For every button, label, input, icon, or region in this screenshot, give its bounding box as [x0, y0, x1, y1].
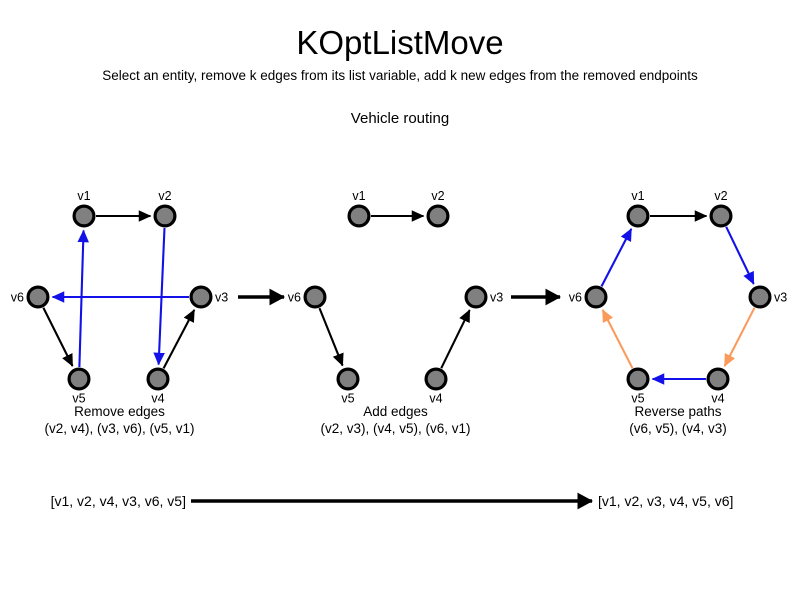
node-label-v1: v1 [352, 189, 365, 203]
node-v6[interactable]: v6 [288, 285, 327, 309]
node-circle-v5[interactable] [626, 367, 650, 391]
edge-v5-to-v6 [601, 309, 634, 369]
panel-reverse-caption-detail: (v6, v5), (v4, v3) [629, 421, 727, 436]
node-v5[interactable]: v5 [336, 367, 360, 406]
node-circle-v1[interactable] [626, 204, 650, 228]
edge-v6-to-v5 [318, 307, 344, 367]
node-v5[interactable]: v5 [67, 367, 91, 406]
node-label-v6: v6 [288, 291, 301, 305]
list-after: [v1, v2, v3, v4, v5, v6] [598, 493, 733, 509]
node-circle-v2[interactable] [153, 204, 177, 228]
node-circle-v1[interactable] [347, 204, 371, 228]
node-circle-v6[interactable] [303, 285, 327, 309]
edge-v4-to-v3 [162, 309, 196, 369]
node-v4[interactable]: v4 [706, 367, 730, 406]
node-label-v2: v2 [158, 189, 171, 203]
node-v4[interactable]: v4 [146, 367, 170, 406]
node-v3[interactable]: v3 [748, 285, 787, 309]
nodes-layer: v1 v2 v3 v4 v5 v6 v1 v2 v3 v4 v5 v6 v1 v2 v3 v4 v5 v6 [11, 189, 787, 406]
node-v2[interactable]: v2 [153, 189, 177, 228]
node-circle-v6[interactable] [26, 285, 50, 309]
node-circle-v5[interactable] [67, 367, 91, 391]
node-v2[interactable]: v2 [709, 189, 733, 228]
node-v1[interactable]: v1 [626, 189, 650, 228]
page-subtitle: Select an entity, remove k edges from it… [102, 68, 698, 83]
node-circle-v4[interactable] [706, 367, 730, 391]
node-v2[interactable]: v2 [426, 189, 450, 228]
list-before: [v1, v2, v4, v3, v6, v5] [51, 493, 186, 509]
node-label-v6: v6 [569, 291, 582, 305]
node-label-v2: v2 [714, 189, 727, 203]
node-label-v5: v5 [631, 392, 644, 406]
node-v4[interactable]: v4 [424, 367, 448, 406]
captions-layer: Remove edges (v2, v4), (v3, v6), (v5, v1)… [44, 404, 726, 436]
node-circle-v2[interactable] [709, 204, 733, 228]
node-label-v1: v1 [77, 189, 90, 203]
list-transition-layer: [v1, v2, v4, v3, v6, v5] [v1, v2, v3, v4,… [51, 492, 733, 510]
node-v1[interactable]: v1 [72, 189, 96, 228]
edge-v2-to-v3 [725, 226, 755, 285]
node-circle-v5[interactable] [336, 367, 360, 391]
node-circle-v4[interactable] [424, 367, 448, 391]
node-label-v3: v3 [215, 291, 228, 305]
edge-v5-to-v1 [77, 229, 89, 368]
edge-v3-to-v4 [723, 307, 756, 367]
panel-remove-caption-detail: (v2, v4), (v3, v6), (v5, v1) [44, 421, 194, 436]
node-circle-v3[interactable] [464, 285, 488, 309]
panel-remove-caption-title: Remove edges [74, 404, 165, 419]
node-label-v1: v1 [631, 189, 644, 203]
node-v3[interactable]: v3 [464, 285, 503, 309]
edge-v6-to-v1 [600, 228, 633, 287]
node-label-v4: v4 [711, 392, 724, 406]
node-circle-v2[interactable] [426, 204, 450, 228]
node-circle-v6[interactable] [584, 285, 608, 309]
page-title: KOptListMove [296, 24, 504, 61]
edge-v4-to-v3 [440, 309, 471, 369]
edge-v6-to-v5 [42, 307, 74, 367]
node-v6[interactable]: v6 [569, 285, 608, 309]
node-v1[interactable]: v1 [347, 189, 371, 228]
node-label-v5: v5 [72, 392, 85, 406]
node-circle-v3[interactable] [189, 285, 213, 309]
node-label-v5: v5 [341, 392, 354, 406]
panel-add-caption-detail: (v2, v3), (v4, v5), (v6, v1) [320, 421, 470, 436]
panel-reverse-caption-title: Reverse paths [634, 404, 721, 419]
node-circle-v1[interactable] [72, 204, 96, 228]
node-v3[interactable]: v3 [189, 285, 228, 309]
node-label-v2: v2 [431, 189, 444, 203]
node-label-v4: v4 [429, 392, 442, 406]
node-circle-v3[interactable] [748, 285, 772, 309]
section-label: Vehicle routing [350, 110, 450, 127]
node-v6[interactable]: v6 [11, 285, 50, 309]
node-v5[interactable]: v5 [626, 367, 650, 406]
node-label-v4: v4 [151, 392, 164, 406]
node-label-v3: v3 [490, 291, 503, 305]
node-circle-v4[interactable] [146, 367, 170, 391]
panel-add-caption-title: Add edges [363, 404, 428, 419]
node-label-v6: v6 [11, 291, 24, 305]
node-label-v3: v3 [774, 291, 787, 305]
edges-layer [42, 210, 756, 385]
